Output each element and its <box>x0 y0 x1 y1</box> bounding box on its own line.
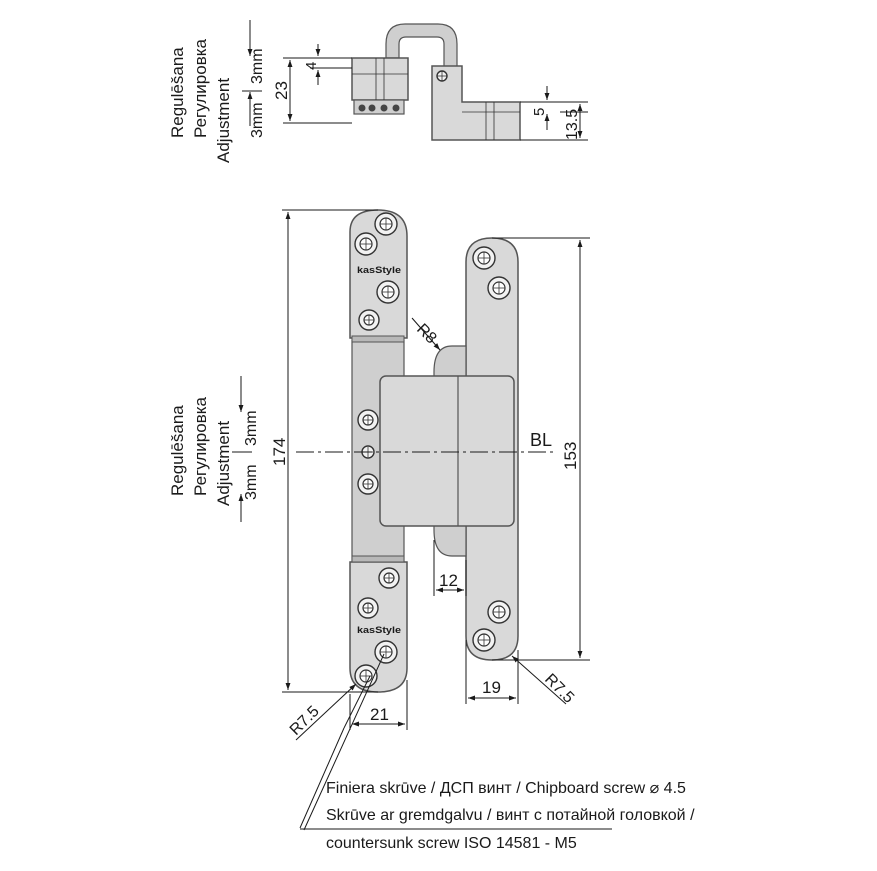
top-view <box>242 20 588 141</box>
center-body <box>379 375 515 527</box>
screw-hole <box>487 600 511 624</box>
dimension-19: 19 <box>482 678 501 697</box>
screw-hole <box>472 246 496 270</box>
dimension-21: 21 <box>370 705 389 724</box>
screw-hole <box>357 473 379 495</box>
top-view-screw-head <box>358 104 366 112</box>
screw-hole <box>378 567 400 589</box>
dimension-r7-5-left: R7.5 <box>287 703 323 739</box>
front-view-dimensions <box>232 209 612 831</box>
top-view-screw-head <box>380 104 388 112</box>
top-view-screw-head <box>368 104 376 112</box>
bl-label: BL <box>530 430 552 450</box>
adjust-3mm-down: 3mm <box>243 464 260 500</box>
brand-stamp-upper: kasStyle <box>357 265 401 275</box>
dimension-153: 153 <box>561 442 580 470</box>
adjust-3mm-up: 3mm <box>243 410 260 446</box>
screw-hole <box>374 212 398 236</box>
adjust-label-en-top: Adjustment <box>214 78 233 163</box>
screw-hole <box>354 232 378 256</box>
screw-hole <box>357 409 379 431</box>
top-view-left-base <box>353 99 405 115</box>
dimension-13-5: 13.5 <box>564 109 581 140</box>
note-countersunk-screw-b: countersunk screw ISO 14581 - M5 <box>326 835 577 852</box>
adjust-label-ru-top: Регулировка <box>191 38 210 138</box>
adjust-3mm-up-top: 3mm <box>249 48 266 84</box>
screw-hole <box>472 628 496 652</box>
dimension-174: 174 <box>270 438 289 466</box>
dimension-r7-5-right: R7.5 <box>541 671 577 707</box>
dimension-4: 4 <box>303 62 320 70</box>
note-countersunk-screw-a: Skrūve ar gremdgalvu / винт с потайной г… <box>326 807 695 824</box>
top-view-screw-head <box>392 104 400 112</box>
dimension-12: 12 <box>439 571 458 590</box>
dimension-r8: R8 <box>413 321 440 348</box>
dimension-23: 23 <box>272 81 291 100</box>
screw-hole <box>358 309 380 331</box>
screw-hole <box>376 280 400 304</box>
adjust-label-en: Adjustment <box>214 421 233 506</box>
brand-stamp-lower: kasStyle <box>357 625 401 635</box>
adjust-label-lv: Regulēšana <box>168 405 187 496</box>
screw-hole <box>374 640 398 664</box>
dimension-5: 5 <box>531 108 548 116</box>
adjust-3mm-down-top: 3mm <box>249 102 266 138</box>
front-view <box>349 209 519 693</box>
note-chipboard-screw: Finiera skrūve / ДСП винт / Chipboard sc… <box>326 780 686 797</box>
adjust-label-lv-top: Regulēšana <box>168 47 187 138</box>
top-view-left-block <box>351 57 409 101</box>
screw-hole <box>487 276 511 300</box>
adjust-label-ru: Регулировка <box>191 396 210 496</box>
screw-hole <box>357 597 379 619</box>
